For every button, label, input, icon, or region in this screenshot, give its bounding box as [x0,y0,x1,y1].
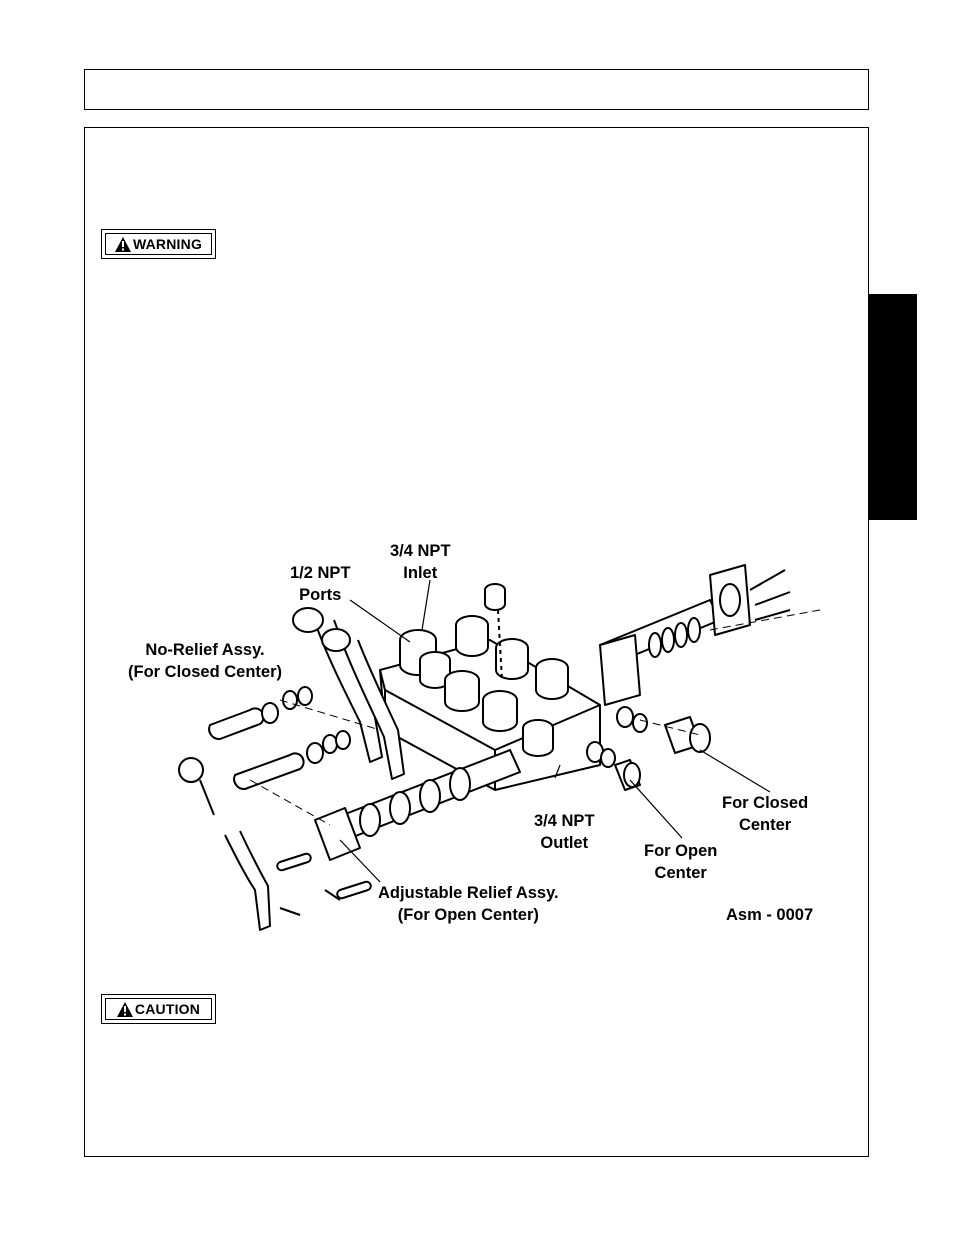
label-no-relief: No-Relief Assy.(For Closed Center) [128,641,283,681]
label-adjustable-relief: Adjustable Relief Assy.(For Open Center) [378,884,559,924]
section-tab [869,294,917,520]
warning-badge: WARNING [101,229,216,259]
caution-badge: CAUTION [101,994,216,1024]
caution-triangle-icon [116,1001,133,1017]
warning-triangle-icon [114,236,131,252]
warning-label: WARNING [132,236,203,252]
content-frame [84,127,869,1157]
valve-exploded-drawing [178,564,821,931]
page-header-box [84,69,869,110]
figure-code: Asm - 0007 [726,906,814,924]
caution-label: CAUTION [134,1001,201,1017]
